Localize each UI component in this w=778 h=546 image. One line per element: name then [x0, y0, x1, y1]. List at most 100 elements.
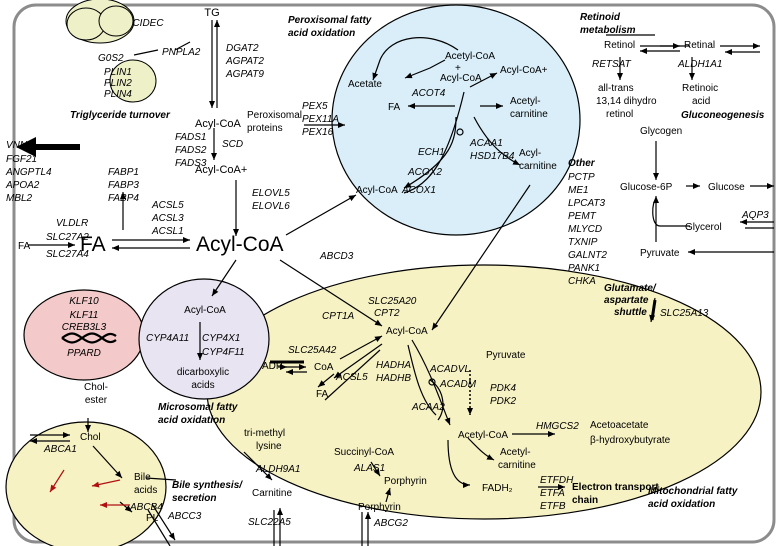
gene-pex11a: PEX11A	[302, 114, 339, 125]
gene-slc27a4: SLC27A4	[46, 249, 89, 260]
label-glycerol: Glycerol	[685, 222, 722, 233]
label-chol: Chol-	[84, 382, 108, 393]
gene-klf11: KLF11	[70, 310, 99, 321]
gene-retsat: RETSAT	[592, 59, 632, 70]
label-peroxisomal-fatty: Peroxisomal fatty	[288, 15, 372, 26]
label-carnitine: carnitine	[498, 460, 536, 471]
gene-dgat2: DGAT2	[226, 43, 259, 54]
gene-aqp3: AQP3	[741, 210, 769, 221]
gene-fabp1: FABP1	[108, 167, 139, 178]
label-aspartate: aspartate	[604, 295, 649, 306]
label-retinoid: Retinoid	[580, 12, 621, 23]
label-glucose: Glucose	[708, 182, 745, 193]
label-acetyl-coa: Acetyl-CoA	[445, 51, 495, 62]
label-ester: ester	[85, 395, 108, 406]
label-all-trans: all-trans	[598, 83, 634, 94]
bile-canaliculus	[5, 421, 167, 546]
gene-agpat2: AGPAT2	[225, 56, 264, 67]
label-pyruvate: Pyruvate	[486, 350, 526, 361]
gene-etfa: ETFA	[540, 488, 565, 499]
label-acid-oxidation: acid oxidation	[158, 415, 225, 426]
gene-cyp4a11: CYP4A11	[146, 333, 189, 344]
gene-slc25a20: SLC25A20	[368, 296, 417, 307]
label-porphyrin: Porphyrin	[358, 502, 401, 513]
label-secretion: secretion	[172, 493, 216, 504]
label-dicarboxylic: dicarboxylic	[177, 367, 229, 378]
gene-cpt1a: CPT1A	[322, 311, 355, 322]
label-hydroxybutyrate: β-hydroxybutyrate	[590, 435, 671, 446]
gene-cyp4x1: CYP4X1	[202, 333, 240, 344]
gene-elovl6: ELOVL6	[252, 201, 290, 212]
gene-pank1: PANK1	[568, 263, 600, 274]
gene-aldh9a1: ALDH9A1	[255, 464, 300, 475]
gene-hsd17b4: HSD17B4	[470, 151, 515, 162]
gene-cpt2: CPT2	[374, 308, 400, 319]
gene-acsl1: ACSL1	[151, 226, 184, 237]
gene-fgf21: FGF21	[6, 154, 37, 165]
label-: +	[455, 63, 461, 74]
label-acyl-coa: Acyl-CoA	[440, 73, 482, 84]
label-acyl-coa: Acyl-CoA	[184, 305, 226, 316]
label-acetoacetate: Acetoacetate	[590, 420, 649, 431]
label-microsomal-fatty: Microsomal fatty	[158, 402, 238, 413]
gene-pdk4: PDK4	[490, 383, 517, 394]
label-pyruvate: Pyruvate	[640, 248, 680, 259]
gene-g0s2: G0S2	[98, 53, 124, 64]
gene-ppard: PPARD	[67, 348, 101, 359]
label-coa: CoA	[314, 362, 334, 373]
label-acyl-coa: Acyl-CoA+	[500, 65, 548, 76]
label-other: Other	[568, 158, 596, 169]
gene-pdk2: PDK2	[490, 396, 517, 407]
labels: TGCIDECG0S2PNPLA2PLIN1PLIN2PLIN4DGAT2AGP…	[5, 7, 769, 529]
gene-acadvl: ACADVL	[429, 364, 470, 375]
gene-pctp: PCTP	[568, 172, 595, 183]
label-chain: chain	[572, 495, 598, 506]
label-acyl-coa: Acyl-CoA+	[195, 164, 247, 176]
gene-acsl5: ACSL5	[335, 372, 368, 383]
label-fa: FA	[316, 389, 329, 400]
gene-mlycd: MLYCD	[568, 224, 602, 235]
gene-acaa1: ACAA1	[469, 138, 503, 149]
gene-acsl5: ACSL5	[151, 200, 184, 211]
gene-fads3: FADS3	[175, 158, 207, 169]
gene-fabp4: FABP4	[108, 193, 139, 204]
label-acetyl-coa: Acetyl-CoA	[458, 430, 508, 441]
label-fa: FA	[80, 233, 106, 256]
label-chol: Chol	[80, 432, 101, 443]
gene-chka: CHKA	[568, 276, 596, 287]
label-acid-oxidation: acid oxidation	[288, 28, 355, 39]
label-tri-methyl: tri-methyl	[244, 428, 285, 439]
label-carnitine: carnitine	[519, 161, 557, 172]
gene-aldh1a1: ALDH1A1	[677, 59, 722, 70]
gene-creb3l3: CREB3L3	[62, 322, 107, 333]
gene-hadhb: HADHB	[376, 373, 411, 384]
label-retinol: Retinol	[604, 40, 635, 51]
label-acids: acids	[191, 380, 214, 391]
label-glucose-6p: Glucose-6P	[620, 182, 673, 193]
gene-pemt: PEMT	[568, 211, 597, 222]
gene-apoa2: APOA2	[5, 180, 40, 191]
gene-pnpla2: PNPLA2	[162, 47, 201, 58]
dna-helix-icon	[61, 332, 117, 344]
label-acids: acids	[134, 485, 157, 496]
gene-slc25a42: SLC25A42	[288, 345, 337, 356]
gene-plin4: PLIN4	[104, 89, 132, 100]
gene-fabp3: FABP3	[108, 180, 139, 191]
gene-plin2: PLIN2	[104, 78, 132, 89]
label-peroxisomal: Peroxisomal	[247, 110, 302, 121]
label-glutamate: Glutamate/	[604, 283, 657, 294]
lipid-droplets	[65, 0, 157, 103]
label-shuttle: shuttle	[614, 307, 647, 318]
label-adp: ADP	[262, 361, 283, 372]
label-fa: FA	[388, 102, 401, 113]
label-bile: Bile	[134, 472, 151, 483]
label-retinol: retinol	[606, 109, 633, 120]
label-fadh: FADH₂	[482, 483, 513, 494]
label-electron-transport: Electron transport	[572, 482, 659, 493]
gene-plin1: PLIN1	[104, 67, 132, 78]
label-carnitine: Carnitine	[252, 488, 292, 499]
label-triglyceride-turnover: Triglyceride turnover	[70, 110, 171, 121]
gene-vldlr: VLDLR	[56, 218, 88, 229]
gene-ech1: ECH1	[418, 147, 445, 158]
gene-galnt2: GALNT2	[568, 250, 607, 261]
